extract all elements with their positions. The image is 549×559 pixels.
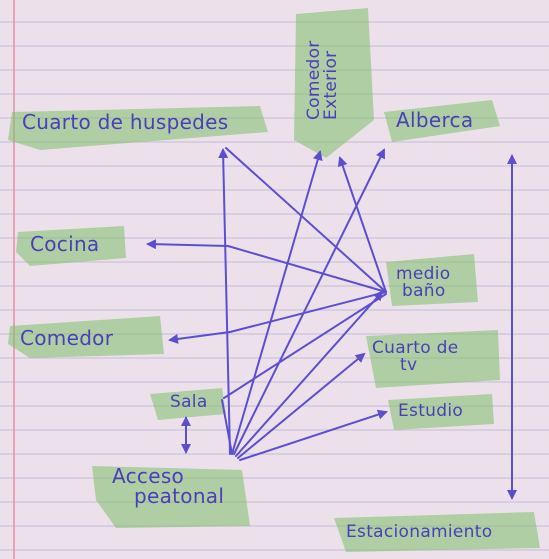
arrow-acceso-to-cuarto-huespedes <box>218 148 231 455</box>
node-comedor: Comedor <box>20 328 113 348</box>
arrow-acceso-to-alberca <box>233 148 385 455</box>
label-comedor: Comedor <box>20 326 114 350</box>
line-medio-bano-to-cocina-junction <box>227 245 387 293</box>
label-cuarto-tv-line1: Cuarto de <box>372 338 459 358</box>
connectors <box>146 147 517 500</box>
highlight-acceso-peatonal <box>92 466 250 528</box>
node-estudio: Estudio <box>398 403 463 420</box>
node-medio-bano: medio baño <box>396 266 450 300</box>
arrow-to-cocina <box>146 239 229 250</box>
node-acceso-peatonal: Acceso peatonal <box>112 466 224 506</box>
highlight-cuarto-huespedes <box>8 106 268 150</box>
highlight-comedor <box>8 316 164 358</box>
arrow-acceso-to-comedor-exterior <box>231 150 323 455</box>
label-estacionamiento: Estacionamiento <box>346 522 493 542</box>
label-alberca: Alberca <box>396 108 474 132</box>
highlight-comedor-exterior <box>294 8 374 158</box>
arrow-to-comedor <box>168 331 231 344</box>
highlight-cocina <box>16 226 126 266</box>
arrow-acceso-to-estudio <box>239 409 388 461</box>
line-medio-bano-to-comedor-junction <box>229 291 387 333</box>
label-estudio: Estudio <box>398 401 464 421</box>
label-cuarto-tv-line2: tv <box>400 355 418 375</box>
label-cocina: Cocina <box>30 232 100 256</box>
line-medio-bano-to-sala <box>223 293 387 399</box>
node-sala: Sala <box>170 394 208 411</box>
highlight-estacionamiento <box>334 512 540 552</box>
label-sala: Sala <box>170 392 208 412</box>
label-acceso-peatonal-line2: peatonal <box>134 484 225 508</box>
line-medio-bano-to-cuarto-huespedes <box>225 147 387 293</box>
node-estacionamiento: Estacionamiento <box>346 524 492 541</box>
label-comedor-exterior-line2: Exterior <box>321 50 341 120</box>
label-acceso-peatonal-line1: Acceso <box>112 464 185 488</box>
highlight-cuarto-tv <box>366 330 500 388</box>
node-cuarto-tv: Cuarto de tv <box>372 340 458 374</box>
highlighter-marks <box>8 8 540 552</box>
node-cocina: Cocina <box>30 234 100 254</box>
arrow-acceso-to-medio-bano <box>235 290 384 457</box>
highlight-estudio <box>388 394 494 430</box>
line-acceso-to-sala <box>221 399 233 455</box>
arrow-acceso-to-cuarto-tv <box>237 352 366 459</box>
highlight-sala <box>150 388 226 420</box>
label-medio-bano-line1: medio <box>396 264 451 284</box>
highlight-alberca <box>384 100 500 142</box>
node-alberca: Alberca <box>396 110 473 130</box>
node-cuarto-huespedes: Cuarto de huspedes <box>22 112 229 132</box>
label-medio-bano-line2: baño <box>402 281 446 301</box>
node-comedor-exterior: Comedor Exterior <box>304 40 341 120</box>
label-cuarto-huespedes: Cuarto de huspedes <box>22 110 229 134</box>
highlight-medio-bano <box>386 254 478 306</box>
arrow-medio-bano-to-comedor-exterior <box>337 156 387 293</box>
